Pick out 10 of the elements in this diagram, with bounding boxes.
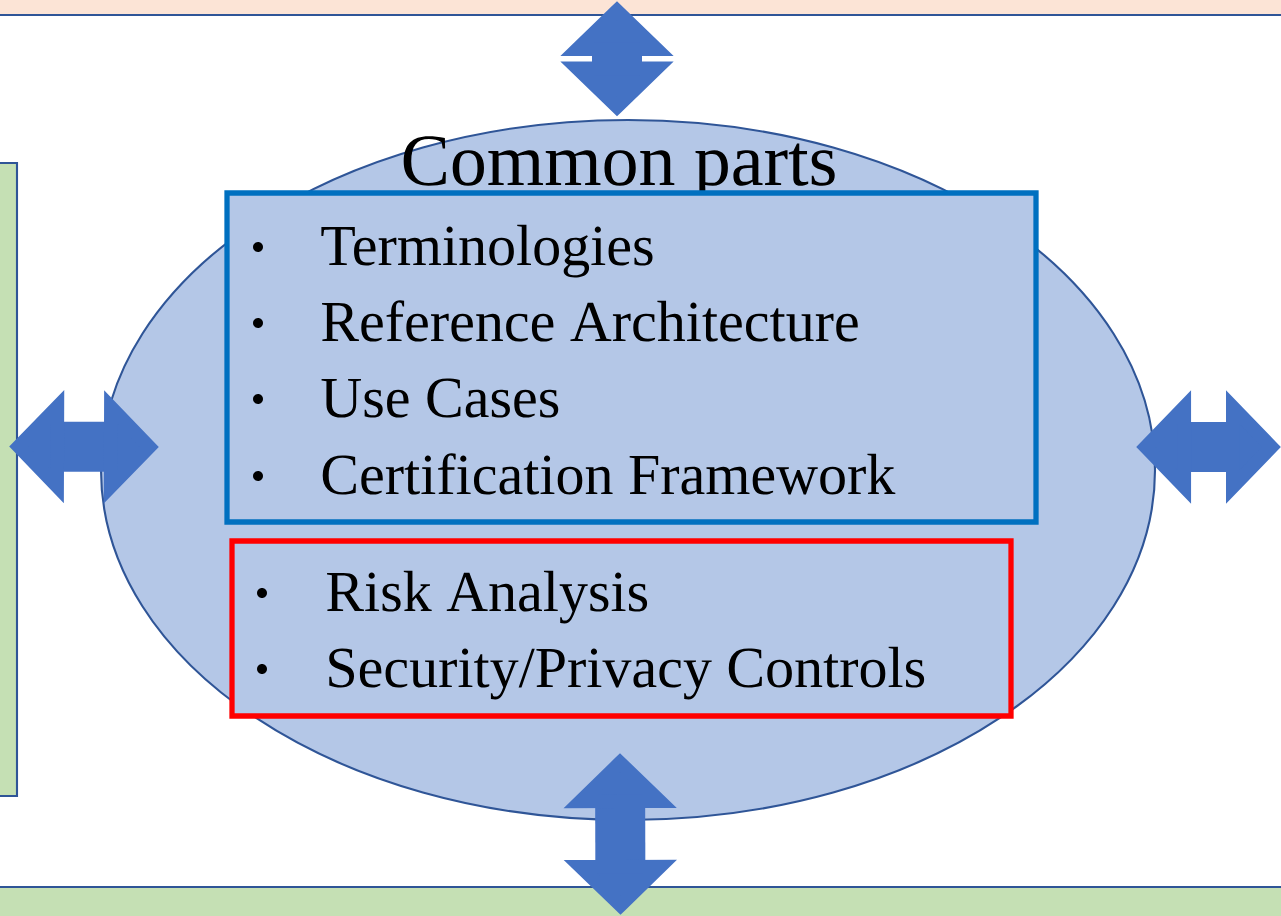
band	[0, 0, 1281, 17]
list-item: Certification Framework	[322, 453, 896, 495]
list-item: Reference Architecture	[322, 300, 858, 342]
list-item: Security/Privacy Controls	[329, 646, 925, 700]
band	[0, 885, 1281, 916]
list-item: Risk Analysis	[327, 570, 648, 624]
list-item: Terminologies	[321, 224, 653, 278]
side-box	[0, 161, 19, 798]
heading: Common parts	[403, 136, 835, 201]
list-item: Use Cases	[321, 378, 559, 418]
